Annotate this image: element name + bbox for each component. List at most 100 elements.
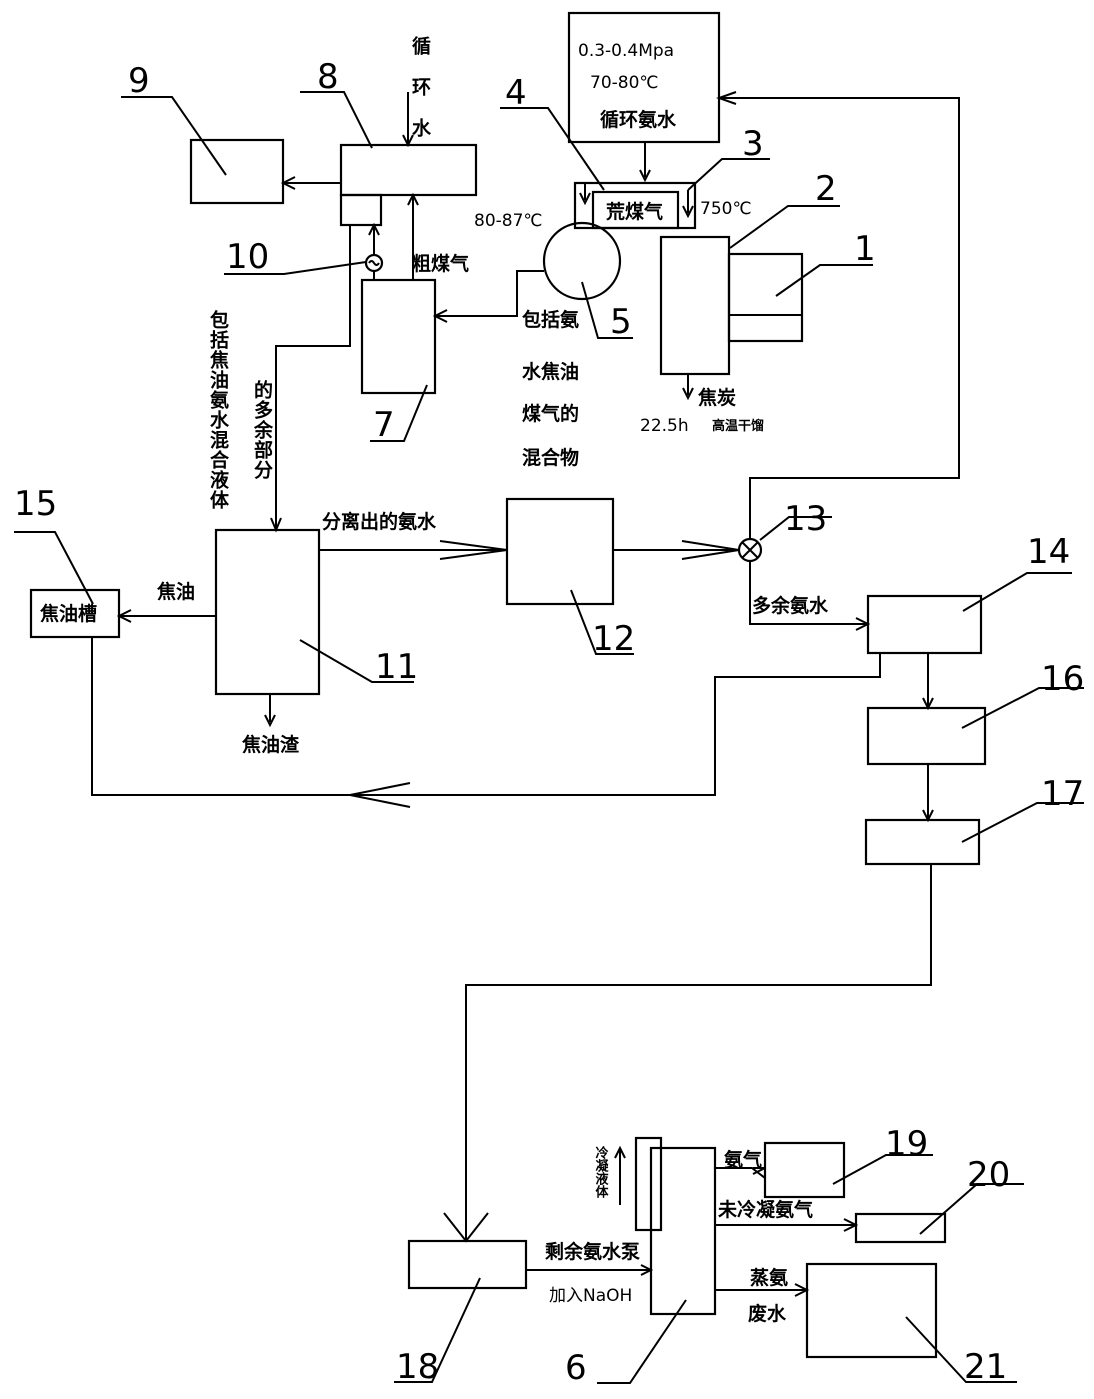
leader-3	[687, 158, 770, 191]
label-4: 4	[505, 73, 527, 113]
waste-water-line-1: 蒸氨	[750, 1266, 788, 1289]
temp-750-label: 750℃	[700, 199, 752, 219]
tar-tank-15	[29, 588, 121, 639]
add-naoh-label: 加入NaOH	[549, 1286, 632, 1306]
arrow-12-to-13	[681, 540, 740, 560]
circ-water-arrow	[402, 134, 414, 148]
label-19: 19	[885, 1124, 928, 1164]
label-11: 11	[375, 647, 418, 687]
leader-21	[905, 1316, 1017, 1383]
leader-11	[299, 639, 414, 683]
circulating-ammonia-label: 循环氨水	[600, 108, 677, 131]
leader-9	[121, 96, 227, 176]
crude-gas-label: 粗煤气	[412, 252, 469, 275]
coking-time-label: 22.5h	[640, 416, 689, 436]
mixture-line-1: 包括氨	[522, 308, 579, 331]
return-line-14-to-15	[91, 637, 881, 796]
uncondensed-arrow	[843, 1218, 859, 1232]
line-18-to-6	[525, 1267, 651, 1271]
label-3: 3	[742, 124, 764, 164]
label-6: 6	[565, 1348, 587, 1388]
uncondensed-label: 未冷凝氨气	[717, 1198, 813, 1221]
label-10: 10	[226, 237, 269, 277]
leader-17	[961, 802, 1084, 843]
temperature-label: 70-80℃	[590, 73, 659, 93]
label-18: 18	[396, 1347, 439, 1387]
gas-separator-5	[542, 221, 622, 301]
excess-to-11-line	[275, 225, 351, 530]
condensed-liquid-label: 冷凝液体	[593, 1145, 609, 1199]
waste-water-arrow	[794, 1283, 810, 1297]
label-17: 17	[1041, 774, 1084, 814]
line-13-to-14	[749, 561, 868, 625]
reflux-condenser	[634, 1136, 663, 1232]
crude-gas-arrow	[407, 192, 419, 206]
block-7	[360, 278, 437, 395]
label-7: 7	[373, 405, 395, 445]
leader-14	[962, 572, 1072, 612]
arrow-into-circ-box	[715, 91, 737, 105]
arrow-18-to-6	[640, 1264, 654, 1276]
collector-left-arrow	[579, 192, 591, 206]
label-14: 14	[1027, 532, 1070, 572]
leader-4	[500, 107, 605, 191]
block-1	[727, 252, 804, 343]
tar-residue-arrow	[264, 714, 276, 728]
circulating-water-label: 循环水	[409, 35, 431, 159]
return-line-arrow	[349, 782, 411, 808]
block-20	[854, 1212, 947, 1244]
leader-13	[759, 516, 832, 541]
block-9	[189, 138, 285, 205]
mixture-line-2: 水焦油	[522, 360, 579, 383]
arrow-11-to-15	[116, 609, 132, 623]
leader-5	[581, 281, 633, 339]
leader-8	[300, 91, 373, 149]
coke-oven-2	[659, 235, 731, 376]
ammonia-gas-line	[715, 1167, 766, 1179]
circulating-return-line	[719, 97, 960, 539]
label-16: 16	[1041, 659, 1084, 699]
label-9: 9	[128, 61, 150, 101]
arrow-16-to-17	[922, 809, 934, 823]
arrow-13-to-14	[855, 617, 871, 631]
tar-label: 焦油	[156, 580, 195, 603]
excess-liquid-line-1: 包括焦油氨水混合液体	[207, 309, 230, 510]
line-17-to-18	[465, 864, 932, 1241]
pump-up-arrow	[368, 222, 380, 236]
circ-down-arrow	[639, 169, 651, 183]
separator-11	[214, 528, 321, 696]
leader-12	[570, 589, 634, 655]
leader-18	[394, 1277, 481, 1383]
valve-13-x2	[741, 541, 759, 559]
leader-2	[729, 205, 840, 249]
leader-1	[775, 264, 873, 297]
leader-6	[597, 1299, 687, 1384]
leader-20	[919, 1183, 1024, 1235]
condensed-liquid-arrow	[614, 1145, 626, 1159]
excess-liquid-line-2: 的多余部分	[251, 379, 274, 480]
block-12	[505, 497, 615, 606]
label-1: 1	[854, 229, 876, 269]
arrow-8-to-9	[280, 176, 296, 190]
label-2: 2	[815, 169, 837, 209]
leader-16	[961, 687, 1084, 729]
leader-7	[370, 384, 428, 442]
waste-water-line-2: 废水	[748, 1302, 787, 1325]
tar-tank-label: 焦油槽	[39, 602, 97, 625]
coking-note-label: 高温干馏	[712, 418, 764, 434]
label-15: 15	[14, 484, 57, 524]
ammonia-gas-arrow	[752, 1167, 766, 1175]
label-13: 13	[784, 499, 827, 539]
tar-residue-label: 焦油渣	[241, 733, 300, 756]
mixture-line-4: 混合物	[522, 446, 579, 469]
label-21: 21	[964, 1347, 1007, 1387]
raw-gas-box	[591, 190, 680, 230]
excess-ammonia-label: 多余氨水	[752, 594, 829, 617]
leader-19	[832, 1154, 933, 1185]
arrow-11-to-12	[439, 540, 508, 560]
temp-80-87-label: 80-87℃	[474, 211, 543, 231]
block-8-sub	[339, 193, 383, 227]
pressure-label: 0.3-0.4Mpa	[578, 41, 674, 61]
leader-15	[14, 531, 94, 605]
